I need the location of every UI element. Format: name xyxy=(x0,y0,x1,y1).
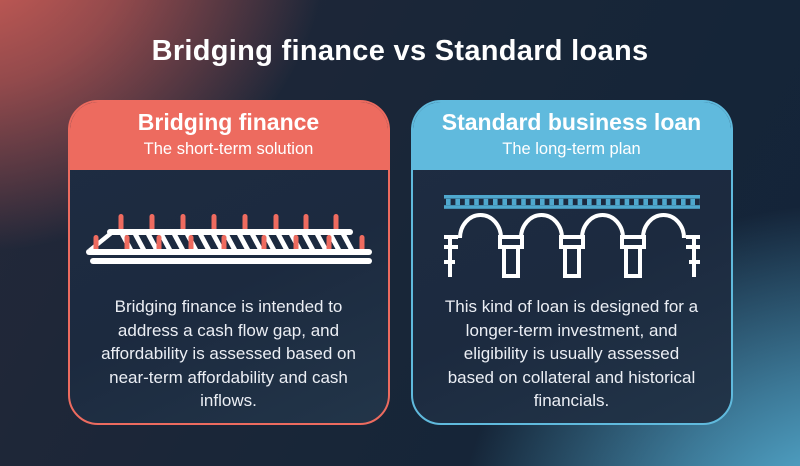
card-bridging-finance: Bridging finance The short-term solution xyxy=(67,100,390,425)
standard-loan-card-illustration xyxy=(413,170,731,288)
standard-loan-card-body-text: This kind of loan is designed for a long… xyxy=(444,297,699,410)
bridging-card-subtitle: The short-term solution xyxy=(143,140,314,158)
bridging-card-header: Bridging finance The short-term solution xyxy=(69,102,388,170)
card-standard-business-loan: Standard business loan The long-term pla… xyxy=(410,100,733,425)
page-title: Bridging finance vs Standard loans xyxy=(151,35,649,67)
comparison-cards: Bridging finance The short-term solution xyxy=(0,100,800,425)
bridging-card-body-text: Bridging finance is intended to address … xyxy=(101,297,356,410)
standard-loan-card-header: Standard business loan The long-term pla… xyxy=(412,102,731,170)
arched-bridge-icon xyxy=(443,195,700,278)
temporary-bridge-icon xyxy=(85,214,372,264)
bridging-card-title: Bridging finance xyxy=(137,109,320,135)
standard-loan-card-title: Standard business loan xyxy=(441,109,702,135)
bridging-card-illustration xyxy=(70,170,388,288)
standard-loan-card-subtitle: The long-term plan xyxy=(502,140,641,158)
